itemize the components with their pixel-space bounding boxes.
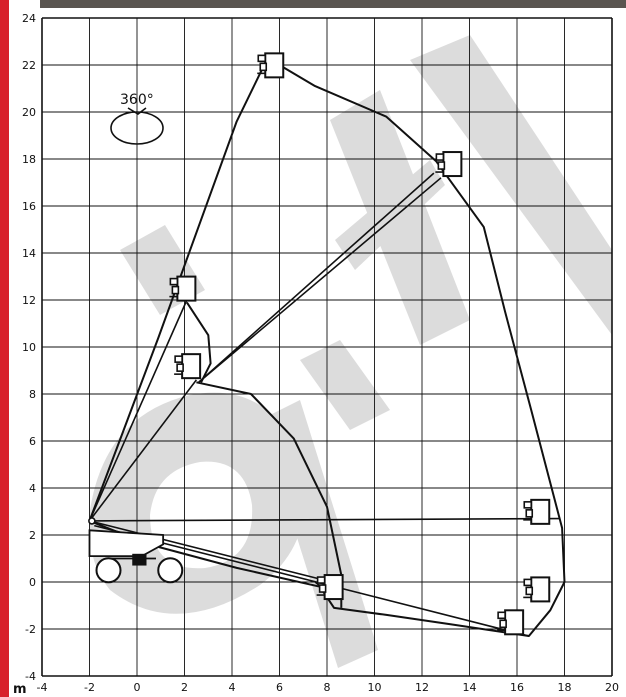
x-tick-label: 18 xyxy=(558,681,572,694)
x-tick-label: 4 xyxy=(229,681,236,694)
y-tick-label: 4 xyxy=(29,482,36,495)
boom-line xyxy=(88,299,188,522)
chassis-body xyxy=(88,529,165,558)
y-tick-label: 14 xyxy=(22,247,36,260)
basket xyxy=(523,576,551,603)
x-tick-label: -2 xyxy=(84,681,95,694)
x-tick-label: 2 xyxy=(181,681,188,694)
y-tick-label: 0 xyxy=(29,576,36,589)
inner-arc-line xyxy=(186,301,212,383)
basket xyxy=(169,275,197,302)
top-photo-strip xyxy=(40,0,626,8)
y-tick-label: -4 xyxy=(25,670,36,683)
x-tick-label: 8 xyxy=(324,681,331,694)
x-tick-label: 12 xyxy=(415,681,429,694)
y-tick-label: 12 xyxy=(22,294,36,307)
rotation-symbol: 360° xyxy=(110,92,164,145)
boom-line xyxy=(198,177,442,383)
x-tick-label: 10 xyxy=(368,681,382,694)
x-tick-label: 20 xyxy=(605,681,619,694)
grid xyxy=(41,17,613,677)
basket xyxy=(435,151,463,178)
turret-base xyxy=(132,553,147,566)
x-tick-label: 14 xyxy=(463,681,477,694)
boom-line xyxy=(198,172,435,383)
y-tick-label: 8 xyxy=(29,388,36,401)
y-tick-label: -2 xyxy=(25,623,36,636)
rotation-label: 360° xyxy=(120,92,154,108)
red-edge-strip xyxy=(0,0,9,697)
y-tick-label: 10 xyxy=(22,341,36,354)
y-tick-label: 20 xyxy=(22,106,36,119)
y-tick-label: 18 xyxy=(22,153,36,166)
rotation-ellipse xyxy=(110,111,164,145)
rotation-arrow-icon xyxy=(127,107,147,115)
boom-line xyxy=(89,517,560,522)
basket xyxy=(257,52,285,79)
x-tick-label: 16 xyxy=(510,681,524,694)
x-tick-label: 6 xyxy=(276,681,283,694)
basket xyxy=(174,353,202,380)
basket xyxy=(523,498,551,525)
basket xyxy=(497,609,525,636)
front-wheel xyxy=(157,557,184,584)
machine-chassis xyxy=(88,517,184,584)
x-tick-label: -4 xyxy=(37,681,48,694)
boom-line xyxy=(88,379,198,522)
boom-line xyxy=(89,520,332,583)
unit-label: m xyxy=(13,682,27,697)
baskets xyxy=(169,52,551,636)
boom-pivot xyxy=(88,517,96,525)
x-tick-label: 0 xyxy=(134,681,141,694)
y-tick-label: 2 xyxy=(29,529,36,542)
x-axis-ticks: -4 -2 0 2 4 6 8 10 12 14 16 18 20 xyxy=(37,681,619,694)
y-tick-label: 16 xyxy=(22,200,36,213)
basket xyxy=(316,574,344,601)
boom-line xyxy=(94,524,530,637)
rear-wheel xyxy=(95,557,122,584)
y-tick-label: 24 xyxy=(22,12,36,25)
y-tick-label: 22 xyxy=(22,59,36,72)
y-tick-label: 6 xyxy=(29,435,36,448)
